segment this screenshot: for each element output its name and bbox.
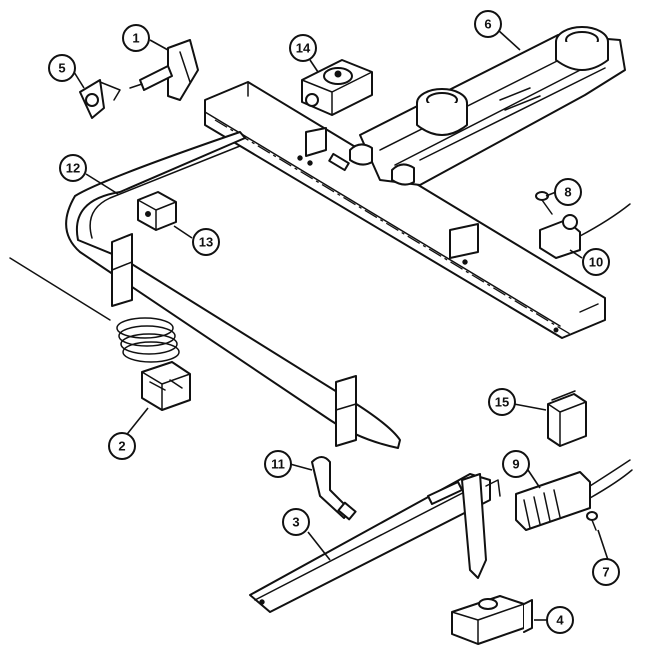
callout-14: 14 <box>289 34 317 62</box>
callout-2: 2 <box>108 432 136 460</box>
svg-text:3: 3 <box>292 515 299 530</box>
spark-module <box>547 390 587 447</box>
tube-support-right <box>335 375 357 447</box>
callout-9: 9 <box>502 450 530 478</box>
pressure-regulator <box>301 59 373 116</box>
callout-11: 11 <box>264 450 292 478</box>
callout-15: 15 <box>488 388 516 416</box>
svg-text:4: 4 <box>556 613 564 628</box>
svg-text:11: 11 <box>271 457 285 472</box>
callout-10: 10 <box>582 248 610 276</box>
svg-text:8: 8 <box>564 185 571 200</box>
flex-line <box>311 456 357 521</box>
callout-12: 12 <box>59 154 87 182</box>
svg-text:15: 15 <box>495 395 509 410</box>
svg-text:6: 6 <box>484 17 491 32</box>
manifold-bracket <box>204 81 606 339</box>
switch-housing <box>451 595 533 645</box>
callout-13: 13 <box>192 228 220 256</box>
valve <box>129 39 199 101</box>
svg-text:14: 14 <box>296 41 311 56</box>
terminal-block <box>515 459 633 531</box>
callout-1: 1 <box>122 24 150 52</box>
svg-text:13: 13 <box>199 235 213 250</box>
svg-text:1: 1 <box>132 31 139 46</box>
burner-assembly <box>349 26 626 186</box>
svg-text:2: 2 <box>118 439 125 454</box>
screw-7 <box>586 511 598 531</box>
svg-text:12: 12 <box>66 161 80 176</box>
tube-fitting <box>137 191 177 231</box>
callout-6: 6 <box>474 10 502 38</box>
support-bar <box>249 473 501 613</box>
svg-text:7: 7 <box>602 565 609 580</box>
valve-bracket <box>79 79 121 119</box>
ignitor-switch <box>539 203 631 259</box>
svg-text:9: 9 <box>512 457 519 472</box>
callout-7: 7 <box>592 558 620 586</box>
callout-3: 3 <box>282 508 310 536</box>
svg-text:5: 5 <box>58 61 65 76</box>
tube-support-left <box>111 233 133 307</box>
svg-text:10: 10 <box>589 255 603 270</box>
callout-8: 8 <box>554 178 582 206</box>
callout-4: 4 <box>546 606 574 634</box>
callout-5: 5 <box>48 54 76 82</box>
thermostat <box>9 257 191 411</box>
